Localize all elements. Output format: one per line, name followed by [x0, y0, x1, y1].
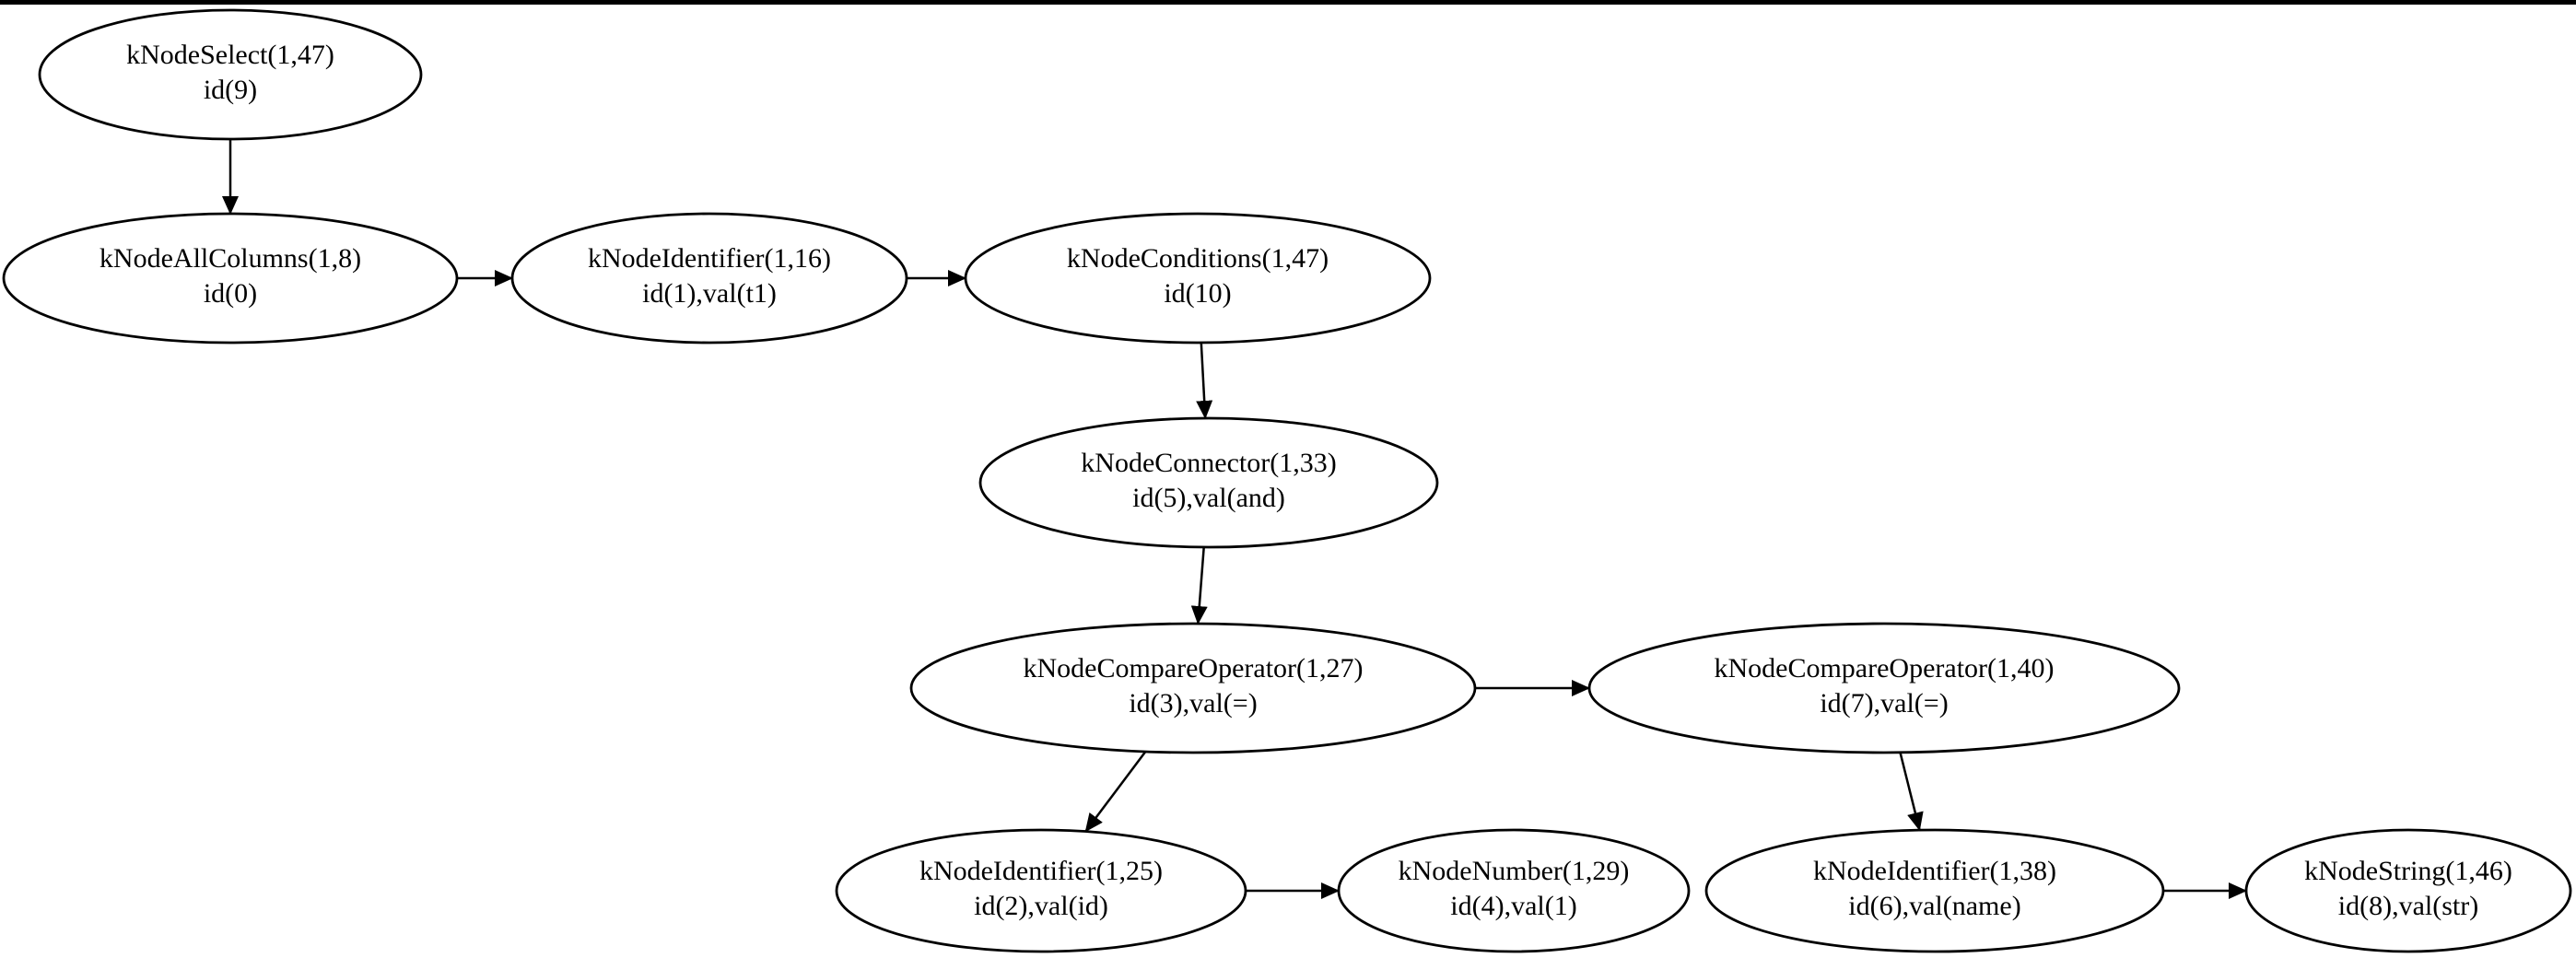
- graph-edge-compare40-identifier38: [1899, 752, 1924, 832]
- node-label-line1: kNodeConnector(1,33): [1081, 448, 1336, 478]
- node-label-line1: kNodeIdentifier(1,38): [1813, 856, 2056, 886]
- graph-edge-conditions-connector: [1196, 342, 1213, 419]
- node-label-line1: kNodeIdentifier(1,16): [588, 243, 831, 274]
- top-border-line: [0, 0, 2576, 5]
- node-label-line2: id(8),val(str): [2338, 891, 2478, 921]
- graph-node-compare27: kNodeCompareOperator(1,27) id(3),val(=): [909, 622, 1477, 754]
- graph-node-identifier25: kNodeIdentifier(1,25) id(2),val(id): [835, 828, 1247, 953]
- graph-edge-connector-compare27: [1190, 546, 1208, 625]
- graph-node-identifier16: kNodeIdentifier(1,16) id(1),val(t1): [510, 212, 908, 345]
- graph-node-number29: kNodeNumber(1,29) id(4),val(1): [1337, 828, 1691, 953]
- node-ellipse: [2, 212, 459, 345]
- node-ellipse: [964, 212, 1432, 345]
- node-ellipse: [1337, 828, 1691, 953]
- node-label-line1: kNodeAllColumns(1,8): [100, 243, 361, 274]
- node-ellipse: [2244, 828, 2572, 953]
- graph-node-conditions: kNodeConditions(1,47) id(10): [964, 212, 1432, 345]
- node-label-line2: id(3),val(=): [1129, 688, 1257, 718]
- graph-node-identifier38: kNodeIdentifier(1,38) id(6),val(name): [1704, 828, 2165, 953]
- node-ellipse: [909, 622, 1477, 754]
- graph-node-allcolumns: kNodeAllColumns(1,8) id(0): [2, 212, 459, 345]
- node-label-line1: kNodeConditions(1,47): [1067, 243, 1329, 274]
- graph-node-compare40: kNodeCompareOperator(1,40) id(7),val(=): [1587, 622, 2181, 754]
- node-label-line1: kNodeIdentifier(1,25): [919, 856, 1163, 886]
- node-label-line1: kNodeString(1,46): [2304, 856, 2512, 886]
- node-ellipse: [510, 212, 908, 345]
- node-label-line1: kNodeCompareOperator(1,27): [1023, 653, 1363, 683]
- node-ellipse: [1704, 828, 2165, 953]
- node-label-line1: kNodeSelect(1,47): [126, 40, 334, 70]
- node-label-line2: id(0): [204, 278, 257, 309]
- node-label-line1: kNodeCompareOperator(1,40): [1714, 653, 2054, 683]
- node-label-line1: kNodeNumber(1,29): [1399, 856, 1630, 886]
- graph-node-string46: kNodeString(1,46) id(8),val(str): [2244, 828, 2572, 953]
- node-label-line2: id(7),val(=): [1820, 688, 1948, 718]
- node-ellipse: [1587, 622, 2181, 754]
- node-label-line2: id(1),val(t1): [642, 278, 777, 309]
- node-label-line2: id(6),val(name): [1848, 891, 2020, 921]
- node-ellipse: [978, 416, 1439, 549]
- node-label-line2: id(5),val(and): [1132, 483, 1285, 513]
- graph-node-select: kNodeSelect(1,47) id(9): [38, 8, 423, 141]
- graph-edge-compare27-identifier25: [1084, 751, 1147, 833]
- node-ellipse: [835, 828, 1247, 953]
- node-label-line2: id(2),val(id): [974, 891, 1108, 921]
- node-label-line2: id(9): [204, 75, 257, 105]
- node-label-line2: id(10): [1164, 278, 1231, 309]
- graph-node-connector: kNodeConnector(1,33) id(5),val(and): [978, 416, 1439, 549]
- node-label-line2: id(4),val(1): [1450, 891, 1576, 921]
- node-ellipse: [38, 8, 423, 141]
